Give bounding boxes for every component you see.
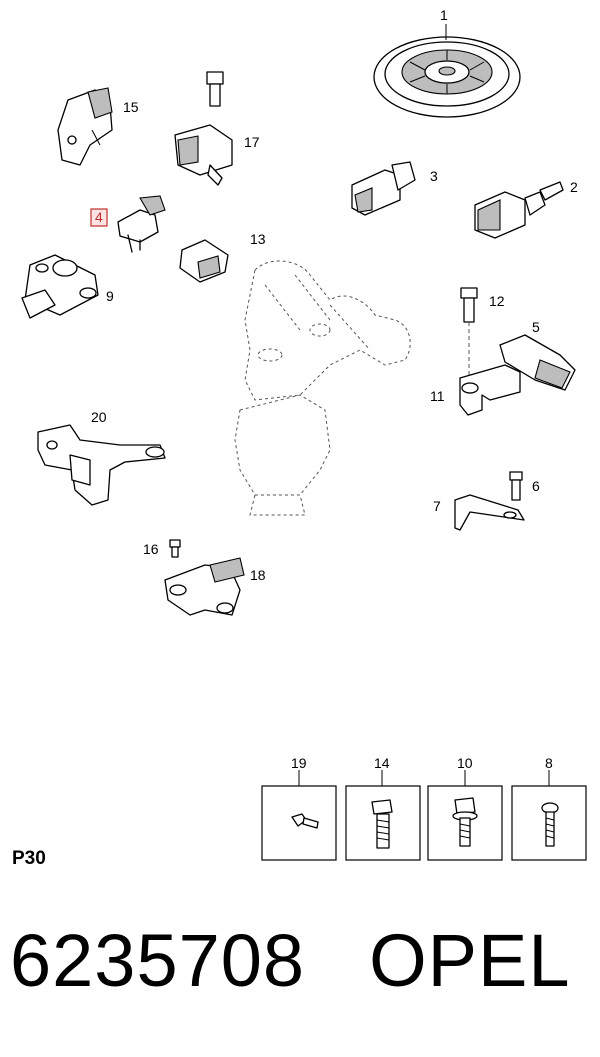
callout-11: 11	[430, 388, 445, 404]
callout-8: 8	[545, 755, 553, 771]
brand-name: OPEL	[369, 919, 571, 1002]
part-9-sensor-bracket	[21, 254, 99, 319]
callout-18: 18	[250, 567, 266, 583]
callout-10: 10	[457, 755, 473, 771]
part-4-map-sensor	[117, 195, 166, 253]
fastener-box-10	[427, 785, 503, 861]
part-15-sensor	[57, 87, 113, 166]
part-1-grommet	[373, 36, 521, 118]
callout-5: 5	[532, 319, 540, 335]
part-6-bolt	[509, 471, 523, 501]
fastener-box-19	[261, 785, 337, 861]
callout-20: 20	[91, 409, 107, 425]
part-17-sensor	[174, 124, 233, 186]
part-11-bracket	[459, 364, 521, 416]
callout-4-highlight	[90, 208, 108, 227]
part-number: 6235708	[10, 919, 306, 1002]
callout-13: 13	[250, 231, 266, 247]
part-12-bolt	[460, 287, 478, 323]
callout-16: 16	[143, 541, 159, 557]
callout-19: 19	[291, 755, 307, 771]
callout-12: 12	[489, 293, 505, 309]
footer-part-number: 6235708 OPEL	[10, 918, 571, 1003]
exhaust-manifold-ghost	[234, 260, 411, 516]
callout-1: 1	[440, 7, 448, 23]
part-18-sensor	[164, 557, 245, 616]
page-code: P30	[12, 848, 46, 869]
part-3-pressure-switch	[351, 161, 416, 216]
part-16-bolt	[169, 539, 181, 558]
callout-17: 17	[244, 134, 260, 150]
part-5-connector	[499, 334, 576, 391]
callout-4[interactable]: 4	[95, 209, 103, 225]
part-17-bolt	[206, 71, 224, 107]
callout-15: 15	[123, 99, 139, 115]
part-20-bracket	[37, 424, 166, 506]
callout-2: 2	[570, 179, 578, 195]
callout-14: 14	[374, 755, 390, 771]
callout-6: 6	[532, 478, 540, 494]
fastener-box-8	[511, 785, 587, 861]
part-13-sensor	[179, 239, 229, 283]
part-7-bracket	[454, 494, 525, 531]
callout-7: 7	[433, 498, 441, 514]
callout-3: 3	[430, 168, 438, 184]
callout-labels: 1 2 3 4 5 6 7 8 9 10 11 12 13 14 15 16 1…	[90, 7, 578, 771]
part-2-temperature-sensor	[474, 181, 564, 239]
fastener-box-14	[345, 785, 421, 861]
callout-9: 9	[106, 288, 114, 304]
leader-lines	[298, 24, 550, 786]
